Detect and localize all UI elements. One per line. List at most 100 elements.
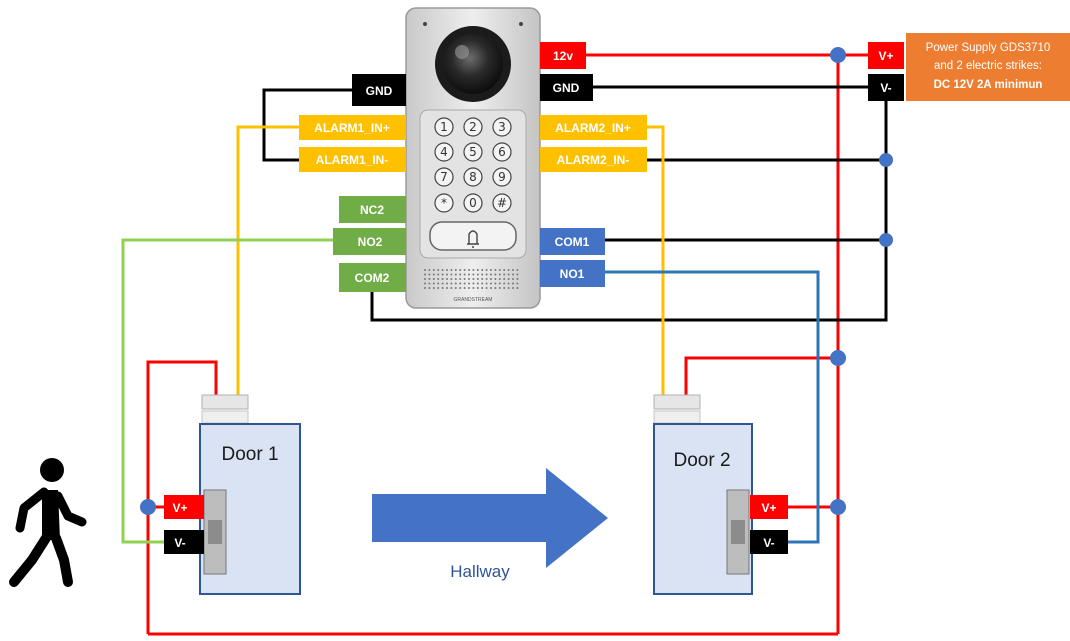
keypad-key[interactable] [434,142,454,162]
speaker-hole [428,278,431,280]
speaker-hole [507,273,510,276]
speaker-hole [437,273,440,276]
terminal-com2: COM2 [355,271,390,285]
door-sensor-2 [653,394,701,410]
keypad-key-label: 2 [469,120,477,134]
wire-red-door1-sensor [146,360,218,634]
keypad-key[interactable] [434,167,454,187]
speaker-hole [476,273,479,276]
speaker-hole [463,269,466,271]
speaker-hole [441,269,444,271]
speaker-hole [446,278,448,280]
speaker-hole [463,287,466,289]
speaker-hole [485,282,488,285]
bell-icon [467,230,479,248]
speaker-hole [512,269,514,271]
speaker-hole [481,273,484,276]
terminal-alarm2-in-plus: ALARM2_IN+ [555,121,631,135]
speaker-hole [446,269,448,271]
speaker-hole [494,273,497,276]
speaker-hole [437,278,440,280]
camera-lens-icon [435,26,511,102]
speaker-hole [468,278,470,280]
speaker-hole [472,269,475,271]
speaker-hole [450,282,453,285]
keypad-key[interactable] [463,193,483,213]
speaker-hole [498,287,501,289]
keypad-key[interactable] [492,193,512,213]
person-walking-icon [9,458,87,587]
speaker-hole [490,282,492,285]
speaker-hole [424,287,426,289]
keypad-key[interactable] [434,117,454,137]
door-2-vminus: V- [763,536,774,550]
speaker-hole [503,282,506,285]
keypad-key[interactable] [434,193,454,213]
keypad-key-label: 6 [498,145,506,159]
junction-dot [140,499,156,515]
speaker-hole [485,269,488,271]
door-2: Door 2 V+ V- [653,394,788,595]
ps-vminus: V- [880,81,891,95]
speaker-hole [454,278,457,280]
speaker-hole [507,269,510,271]
speaker-hole [424,269,426,271]
terminal-com1: COM1 [555,235,590,249]
speaker-hole [507,278,510,280]
keypad-key[interactable] [492,167,512,187]
speaker-hole [441,278,444,280]
speaker-hole [463,273,466,276]
arrow-right-icon [372,468,608,568]
door-2-title: Door 2 [673,450,730,471]
speaker-hole [498,278,501,280]
speaker-hole [468,269,470,271]
speaker-hole [494,269,497,271]
electric-strike-2 [726,489,750,575]
speaker-hole [454,269,457,271]
junction-dot [830,47,846,63]
keypad-key-label: 7 [440,170,448,184]
keypad-key[interactable] [463,117,483,137]
speaker-hole [507,282,510,285]
speaker-hole [437,287,440,289]
speaker-hole [503,287,506,289]
ps-info-box [906,33,1070,101]
power-supply: V+ V- Power Supply GDS3710 and 2 electri… [868,33,1070,101]
speaker-hole [507,287,510,289]
speaker-hole [450,269,453,271]
device-brand: GRANDSTREAM [454,297,493,303]
keypad-key-label: * [441,196,447,210]
wire-no1 [605,270,820,544]
keypad-key[interactable] [492,142,512,162]
speaker-hole [428,273,431,276]
device-dot-left [423,22,427,26]
speaker-hole [454,282,457,285]
keypad-key[interactable] [463,142,483,162]
terminal-no2: NO2 [358,235,383,249]
speaker-hole [481,269,484,271]
speaker-hole [476,282,479,285]
ps-vplus: V+ [878,49,893,63]
keypad-key[interactable] [463,167,483,187]
call-button[interactable] [429,221,517,251]
speaker-hole [437,282,440,285]
speaker-hole [454,273,457,276]
keypad-key[interactable] [492,117,512,137]
electric-strike-1 [203,489,227,575]
speaker-hole [428,269,431,271]
junction-dot [879,153,893,167]
wire-alarm1-sensor [236,125,299,395]
speaker-hole [490,273,492,276]
wires [121,53,888,636]
speaker-hole [498,269,501,271]
speaker-hole [516,287,519,289]
wire-gnd-left-loop [262,88,352,162]
speaker-hole [485,278,488,280]
speaker-hole [472,287,475,289]
speaker-hole [485,287,488,289]
speaker-hole [459,287,462,289]
speaker-hole [516,269,519,271]
